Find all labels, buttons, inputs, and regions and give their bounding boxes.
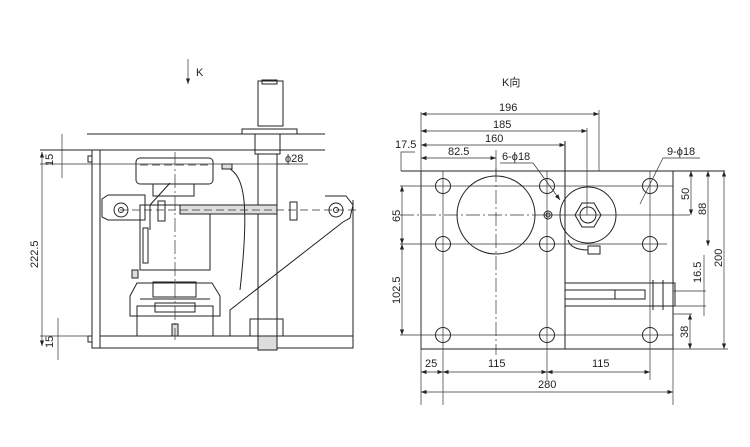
dim-rod-diameter: ϕ28 <box>285 153 303 165</box>
side-view: K <box>29 59 356 360</box>
mounting-base <box>129 282 221 317</box>
dim-115-right: 115 <box>592 358 610 370</box>
top-view: K向 19 <box>391 75 728 405</box>
bolt-nut <box>257 80 284 127</box>
dim-25: 25 <box>425 358 437 370</box>
dim-115-left: 115 <box>488 358 506 370</box>
view-title: K向 <box>502 75 520 89</box>
left-side-plate <box>91 149 101 349</box>
dim-17-5: 17.5 <box>395 139 416 151</box>
dim-65: 65 <box>391 210 403 222</box>
dim-200: 200 <box>713 249 725 267</box>
dim-38: 38 <box>679 326 691 338</box>
dim-280: 280 <box>538 379 556 391</box>
dim-185: 185 <box>493 119 511 131</box>
direction-label: K <box>196 67 204 79</box>
base-plate <box>99 335 354 349</box>
dim-102-5: 102.5 <box>391 276 403 304</box>
label-6-holes: 6-ϕ18 <box>502 151 530 163</box>
dim-16-5: 16.5 <box>692 262 704 283</box>
cable <box>221 165 246 291</box>
stabilizer-cylinder <box>564 282 676 307</box>
bolt-holes <box>435 178 658 343</box>
dim-top-thickness: 15 <box>44 154 56 166</box>
dim-160: 160 <box>485 133 503 145</box>
dim-82-5: 82.5 <box>448 146 469 158</box>
dim-196: 196 <box>499 102 517 114</box>
dim-height: 222.5 <box>29 240 41 268</box>
dim-bottom-thickness: 15 <box>44 336 56 348</box>
load-cell-top <box>135 157 214 185</box>
dim-50: 50 <box>680 188 692 200</box>
stabilizer-rod <box>179 204 278 215</box>
label-9-holes: 9-ϕ18 <box>667 146 695 158</box>
dim-88: 88 <box>697 203 709 215</box>
